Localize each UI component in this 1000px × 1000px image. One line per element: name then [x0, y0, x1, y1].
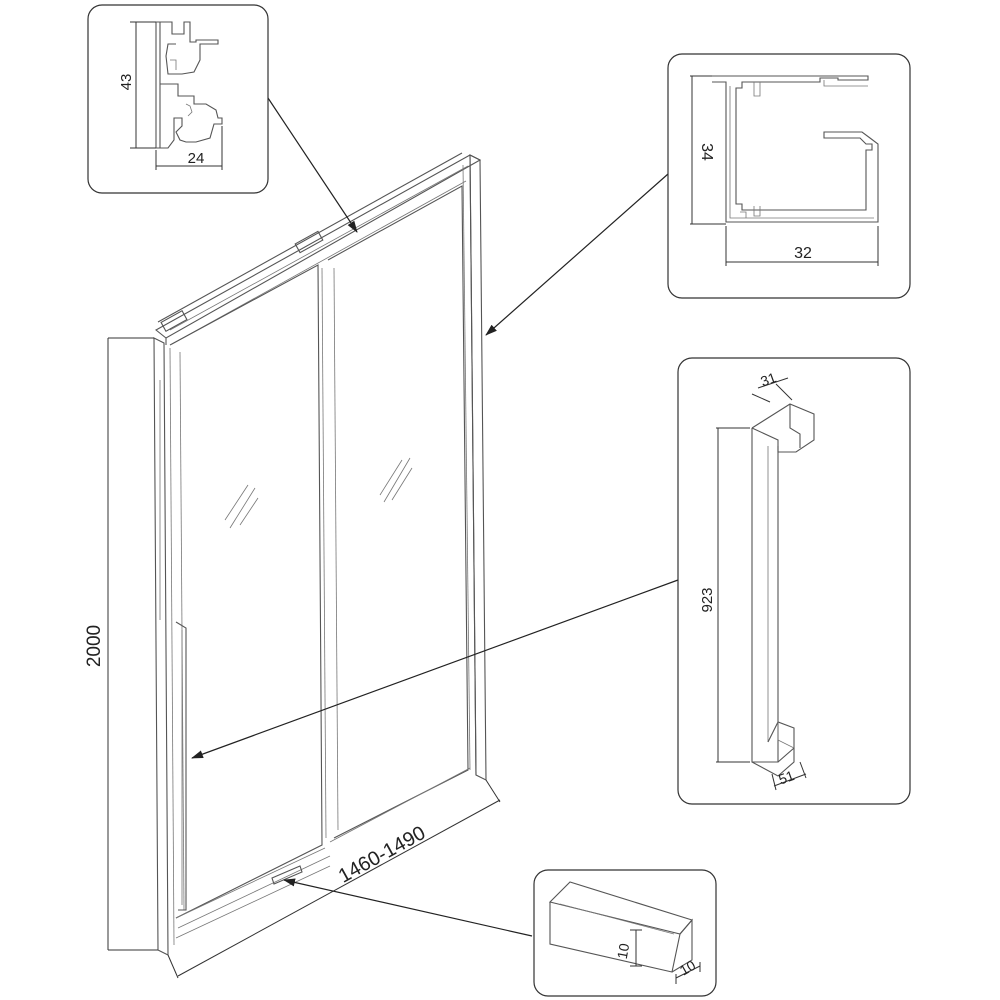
handle-detail: 923 31 51 — [677, 357, 911, 805]
leader-lines — [191, 97, 679, 937]
fixed-glass-panel — [321, 185, 471, 843]
top-profile-detail: 43 24 — [87, 4, 269, 194]
handle-depth-label: 31 — [758, 369, 778, 389]
handle-length-label: 923 — [699, 587, 716, 612]
left-wall-profile — [153, 337, 175, 956]
side-profile-detail: 34 32 — [667, 53, 911, 299]
right-wall-profile — [462, 154, 487, 781]
height-dimension: 2000 — [84, 337, 158, 951]
stopper-drawing — [548, 881, 693, 973]
stopper-height-label: 10 — [614, 942, 632, 960]
leader-top-profile — [267, 97, 358, 233]
side-profile-section — [712, 75, 879, 223]
handle-base-label: 51 — [776, 767, 796, 787]
height-label: 2000 — [84, 625, 105, 667]
sliding-door-panel — [169, 264, 331, 939]
handle-drawing — [751, 403, 815, 777]
top-profile-section — [155, 21, 223, 149]
bottom-guide — [271, 865, 303, 885]
top-profile-height-label: 43 — [118, 74, 135, 91]
stopper-detail: 10 10 — [533, 869, 717, 997]
top-profile-width-label: 24 — [188, 150, 205, 167]
side-profile-height-label: 34 — [698, 143, 715, 161]
leader-stopper — [283, 878, 533, 937]
side-profile-width-label: 32 — [794, 245, 812, 262]
leader-handle — [191, 579, 679, 759]
stopper-width-label: 10 — [677, 957, 699, 979]
width-dimension: 1460-1490 — [167, 779, 501, 979]
leader-side-profile — [485, 173, 669, 336]
